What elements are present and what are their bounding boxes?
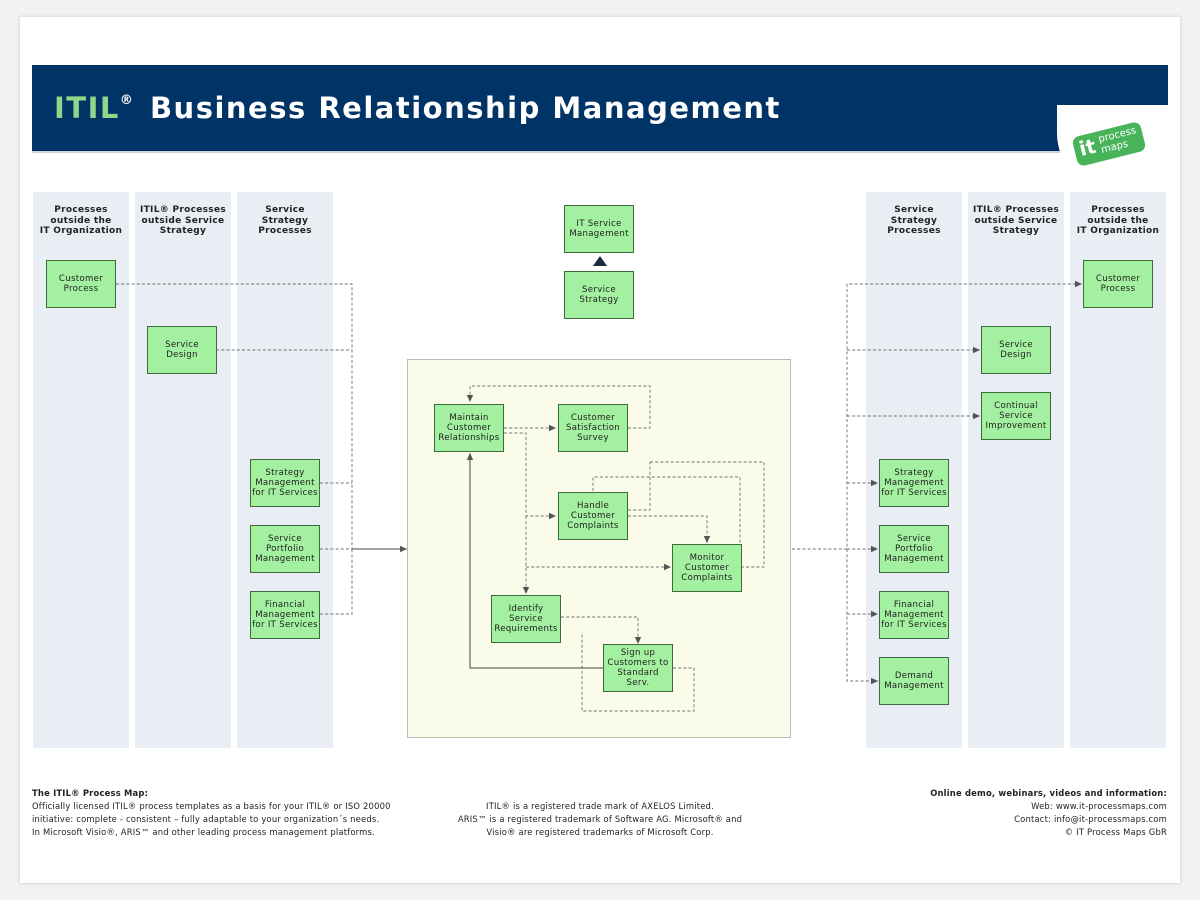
- lane-heading: Processes outside the IT Organization: [1076, 205, 1160, 236]
- title-text: Business Relationship Management: [149, 91, 781, 125]
- flow-maintain-handle: [504, 432, 556, 520]
- lane-heading: Service Strategy Processes: [258, 205, 312, 236]
- lane-left-outside-strategy: ITIL® Processes outside Service Strategy: [135, 192, 231, 748]
- proc-maintain-customer-relationships[interactable]: Maintain Customer Relationships: [434, 404, 504, 452]
- footer-right-title: Online demo, webinars, videos and inform…: [930, 788, 1167, 798]
- footer-left-body: Officially licensed ITIL® process templa…: [32, 801, 391, 837]
- footer-right: Online demo, webinars, videos and inform…: [860, 787, 1167, 839]
- proc-strategy-management-right[interactable]: Strategy Management for IT Services: [879, 459, 949, 507]
- proc-customer-process-right[interactable]: Customer Process: [1083, 260, 1153, 308]
- proc-strategy-management-left[interactable]: Strategy Management for IT Services: [250, 459, 320, 507]
- footer-left-title: The ITIL® Process Map:: [32, 788, 149, 798]
- proc-it-service-management[interactable]: IT Service Management: [564, 205, 634, 253]
- flow-handle-back: [628, 462, 651, 511]
- connector-financial-mgmt: [320, 549, 353, 615]
- proc-continual-service-improvement[interactable]: Continual Service Improvement: [981, 392, 1051, 440]
- proc-service-strategy[interactable]: Service Strategy: [564, 271, 634, 319]
- connector-out-trunk: [792, 280, 1082, 550]
- flow-identify-signup: [561, 616, 642, 644]
- footer-center: ITIL® is a registered trade mark of AXEL…: [457, 801, 743, 837]
- proc-service-portfolio-left[interactable]: Service Portfolio Management: [250, 525, 320, 573]
- proc-identify-service-requirements[interactable]: Identify Service Requirements: [491, 595, 561, 643]
- lane-heading: ITIL® Processes outside Service Strategy: [139, 205, 227, 236]
- lane-right-outside-strategy: ITIL® Processes outside Service Strategy: [968, 192, 1064, 748]
- connector-customer-process: [116, 283, 353, 549]
- connector-to-demand: [846, 549, 878, 685]
- title-registered-mark: ®: [119, 93, 135, 108]
- proc-service-design-left[interactable]: Service Design: [147, 326, 217, 374]
- proc-sign-up-customers[interactable]: Sign up Customers to Standard Serv.: [603, 644, 673, 692]
- proc-customer-process-left[interactable]: Customer Process: [46, 260, 116, 308]
- lane-heading: Service Strategy Processes: [887, 205, 941, 236]
- proc-customer-satisfaction-survey[interactable]: Customer Satisfaction Survey: [558, 404, 628, 452]
- footer-right-body[interactable]: Web: www.it-processmaps.com Contact: inf…: [1014, 801, 1167, 837]
- flow-signup-loop: [581, 632, 695, 712]
- up-arrow-icon: [593, 256, 607, 266]
- title-brand: ITIL: [54, 91, 120, 125]
- flow-handle-loop: [592, 476, 741, 567]
- flow-survey-out: [466, 385, 651, 429]
- proc-service-design-right[interactable]: Service Design: [981, 326, 1051, 374]
- proc-demand-management[interactable]: Demand Management: [879, 657, 949, 705]
- lane-heading: Processes outside the IT Organization: [39, 205, 123, 236]
- flow-handle-monitor: [628, 515, 711, 543]
- proc-handle-customer-complaints[interactable]: Handle Customer Complaints: [558, 492, 628, 540]
- page-title: ITIL® Business Relationship Management: [54, 91, 781, 125]
- flow-survey-handle: [650, 461, 765, 568]
- title-banner: ITIL® Business Relationship Management i…: [32, 65, 1177, 193]
- proc-financial-management-left[interactable]: Financial Management for IT Services: [250, 591, 320, 639]
- lane-heading: ITIL® Processes outside Service Strategy: [972, 205, 1060, 236]
- flow-signup-maintain: [466, 453, 603, 669]
- proc-monitor-customer-complaints[interactable]: Monitor Customer Complaints: [672, 544, 742, 592]
- footer-left: The ITIL® Process Map: Officially licens…: [32, 787, 452, 839]
- proc-service-portfolio-right[interactable]: Service Portfolio Management: [879, 525, 949, 573]
- proc-financial-management-right[interactable]: Financial Management for IT Services: [879, 591, 949, 639]
